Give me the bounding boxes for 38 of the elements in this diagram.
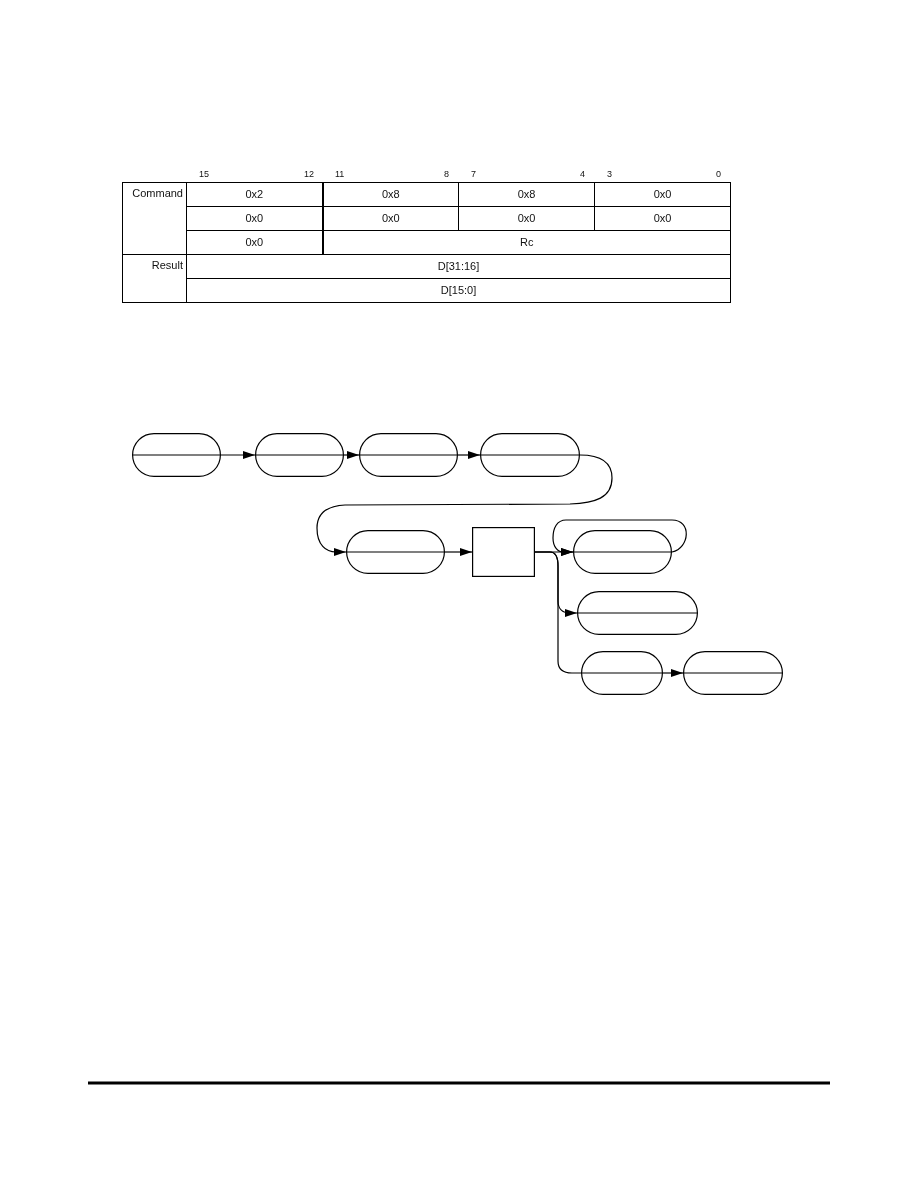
table-cell: 0x0 (594, 182, 731, 207)
arrow (457, 451, 481, 459)
bit-number: 8 (444, 169, 449, 179)
table-cell: 0x2 (186, 182, 323, 207)
table-cell: 0x8 (322, 182, 459, 207)
rounded-box (359, 433, 458, 477)
table-cell: 0x0 (594, 206, 731, 231)
bit-number: 0 (716, 169, 721, 179)
row-header: Result (122, 254, 187, 303)
rounded-box (577, 591, 698, 635)
bit-number: 3 (607, 169, 612, 179)
arrow (343, 451, 360, 459)
row-header: Command (122, 182, 187, 255)
arrow (662, 669, 684, 677)
table-cell: D[15:0] (186, 278, 731, 303)
rounded-box (573, 530, 672, 574)
rounded-box (480, 433, 580, 477)
table-cell: 0x0 (458, 206, 595, 231)
rounded-box (346, 530, 445, 574)
bit-number: 11 (335, 169, 345, 179)
table-cell: Rc (322, 230, 731, 255)
arrow (552, 519, 687, 556)
table-cell: 0x0 (322, 206, 459, 231)
connector-line (534, 551, 582, 674)
bit-number: 15 (199, 169, 209, 179)
rounded-box (132, 433, 221, 477)
bit-number: 7 (471, 169, 476, 179)
rounded-box (683, 651, 783, 695)
arrow (316, 454, 613, 556)
table-cell: D[31:16] (186, 254, 731, 279)
square-box (472, 527, 535, 577)
rounded-box (255, 433, 344, 477)
arrow (220, 451, 256, 459)
arrow (444, 548, 473, 556)
rounded-box (581, 651, 663, 695)
bit-number: 4 (580, 169, 585, 179)
bit-number: 12 (304, 169, 314, 179)
table-cell: 0x8 (458, 182, 595, 207)
